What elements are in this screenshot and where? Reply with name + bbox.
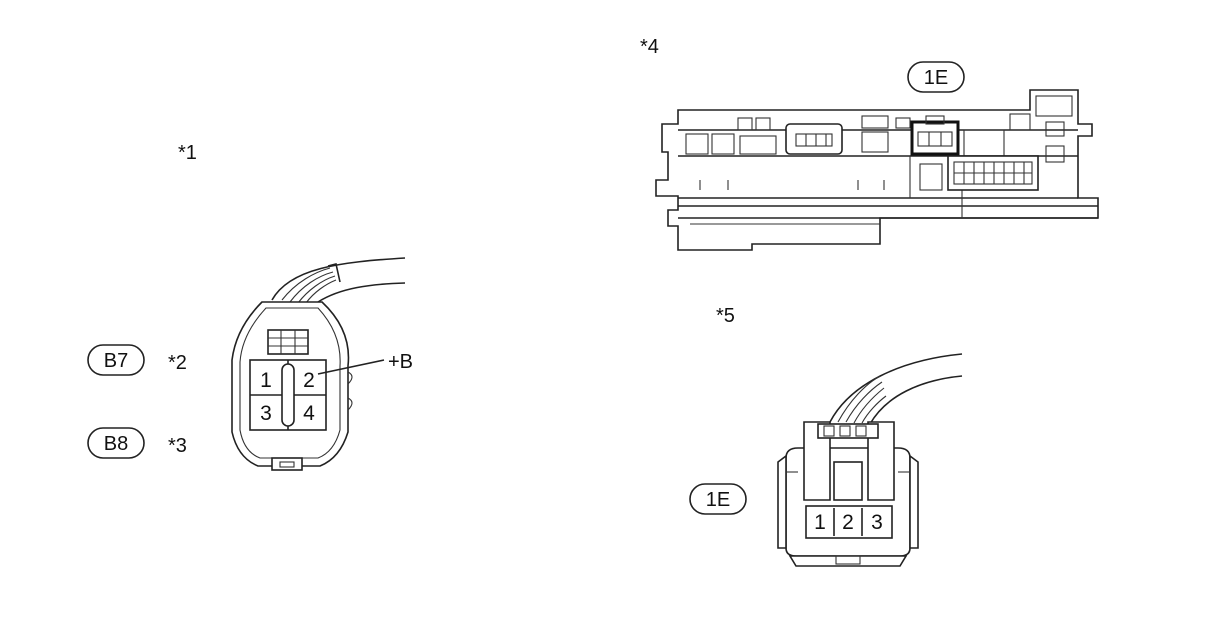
wire-harness-outline-top <box>271 257 406 301</box>
pin-window <box>805 505 893 539</box>
connector-code-b8: B8 <box>104 433 128 455</box>
connector-code-badge-1e-top <box>907 61 965 93</box>
left-connector: 1 2 3 4 +B <box>231 257 413 471</box>
harness-end <box>327 263 341 283</box>
wire <box>297 275 336 304</box>
latch-arm-right <box>867 421 895 501</box>
bottom-tab <box>271 457 303 471</box>
socket-1e <box>910 120 960 156</box>
callout-1: *1 <box>178 142 197 164</box>
pin-2-label: 2 <box>842 511 854 534</box>
pin-1-label: 1 <box>260 369 272 392</box>
wire <box>305 279 337 304</box>
latch-arm-left <box>803 421 831 501</box>
wire-harness-outline-bottom <box>869 375 963 425</box>
terminal-leader-line <box>317 359 385 375</box>
wire <box>281 267 331 301</box>
terminal-label: +B <box>388 351 413 373</box>
connector-housing-inner <box>239 307 341 459</box>
pin-2-label: 2 <box>303 369 315 392</box>
connector-code-badge-1e-bottom <box>689 483 747 515</box>
connector-code-badge-b8 <box>87 427 145 459</box>
pin-1-label: 1 <box>814 511 826 534</box>
connector-code-badge-b7 <box>87 344 145 376</box>
latch-key <box>833 461 863 501</box>
wire-harness-outline-top <box>829 353 963 423</box>
control-unit <box>655 89 1099 251</box>
callout-3: *3 <box>168 435 187 457</box>
right-connector: 1 2 3 <box>777 353 963 567</box>
latch-top <box>817 423 879 439</box>
connector-code-1e-bottom: 1E <box>706 489 730 511</box>
callout-5: *5 <box>716 305 735 327</box>
center-key <box>281 363 295 427</box>
connector-code-b7: B7 <box>104 350 128 372</box>
callout-4: *4 <box>640 36 659 58</box>
latch <box>267 329 309 355</box>
pin-4-label: 4 <box>303 402 315 425</box>
callout-2: *2 <box>168 352 187 374</box>
connector-code-1e-top: 1E <box>924 67 948 89</box>
side-rib-right <box>909 454 919 549</box>
side-rib-left <box>777 454 787 549</box>
bottom-lip <box>788 555 908 567</box>
wire <box>289 271 334 303</box>
pin-3-label: 3 <box>260 402 272 425</box>
small-socket <box>785 123 843 155</box>
pin-3-label: 3 <box>871 511 883 534</box>
wire-harness-outline-bottom <box>317 282 406 303</box>
